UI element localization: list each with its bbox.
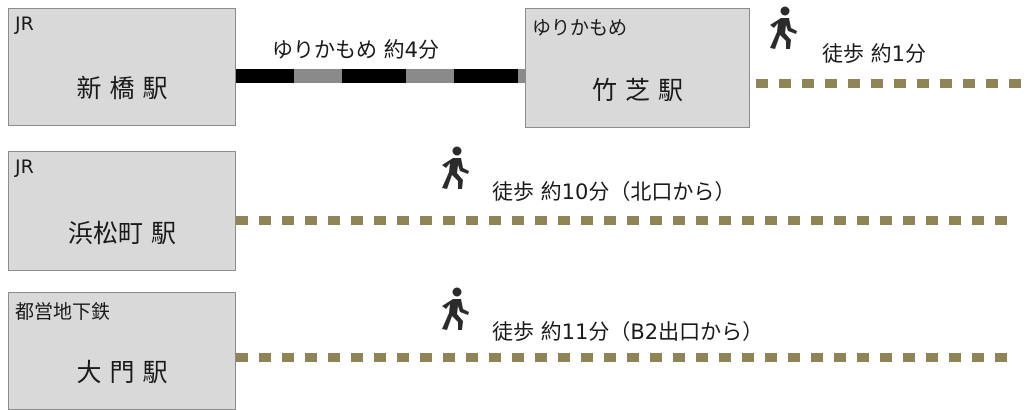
rail-segment-light [518, 69, 526, 83]
station-hamamatsucho: JR 浜松町 駅 [8, 151, 236, 271]
station-operator: JR [15, 156, 34, 178]
yurikamome-rail-line [236, 69, 526, 83]
station-name: 浜松町 駅 [68, 219, 176, 248]
walking-person-icon [442, 146, 469, 189]
route-label-walk-daimon: 徒歩 約11分（B2出口から） [492, 320, 764, 344]
rail-segment-light [294, 69, 342, 83]
rail-segment-dark [236, 69, 294, 83]
station-operator: JR [15, 13, 34, 35]
station-name: 大 門 駅 [76, 358, 168, 387]
route-label-walk-takeshiba: 徒歩 約1分 [822, 42, 927, 66]
station-operator: ゆりかもめ [532, 17, 628, 39]
walking-path-daimon [236, 353, 1007, 362]
station-operator: 都営地下鉄 [15, 301, 111, 323]
route-label-walk-hamamatsucho: 徒歩 約10分（北口から） [492, 180, 736, 204]
route-label-yurikamome: ゆりかもめ 約4分 [272, 38, 440, 62]
station-name: 新 橋 駅 [76, 74, 168, 103]
walking-path-takeshiba [756, 79, 1021, 88]
rail-segment-dark [342, 69, 406, 83]
station-takeshiba: ゆりかもめ 竹 芝 駅 [525, 8, 750, 128]
rail-segment-dark [454, 69, 518, 83]
station-name: 竹 芝 駅 [592, 76, 683, 105]
station-shimbashi: JR 新 橋 駅 [8, 8, 236, 126]
walking-person-icon [770, 6, 797, 49]
walking-path-hamamatsucho [236, 216, 1007, 225]
station-daimon: 都営地下鉄 大 門 駅 [8, 292, 236, 410]
rail-segment-light [406, 69, 454, 83]
walking-person-icon [442, 287, 469, 330]
